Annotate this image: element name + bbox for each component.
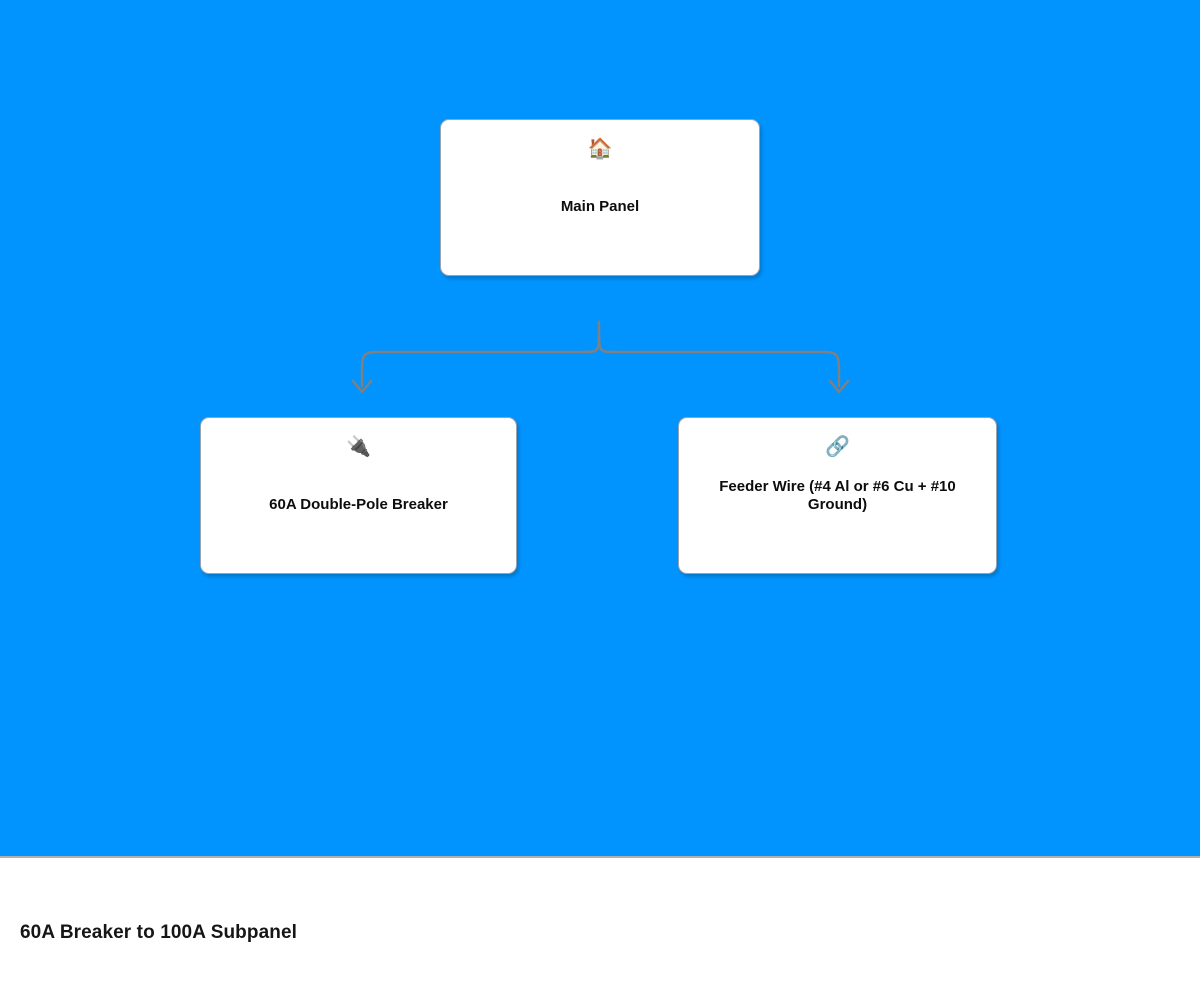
house-icon: 🏠	[587, 136, 613, 160]
node-feeder-wire[interactable]: 🔗 Feeder Wire (#4 Al or #6 Cu + #10 Grou…	[678, 417, 997, 574]
electric-plug-icon: 🔌	[346, 434, 371, 458]
diagram-canvas[interactable]: 🏠 Main Panel 🔌 60A Double-Pole Breaker 🔗…	[0, 0, 1200, 856]
node-main-panel[interactable]: 🏠 Main Panel	[440, 119, 760, 276]
canvas-divider	[0, 856, 1200, 858]
edge-main-to-feeder	[597, 334, 841, 388]
arrowhead-feeder	[828, 379, 850, 394]
page-title: 60A Breaker to 100A Subpanel	[20, 922, 298, 943]
node-breaker[interactable]: 🔌 60A Double-Pole Breaker	[200, 417, 517, 574]
node-breaker-label: 60A Double-Pole Breaker	[269, 496, 448, 513]
link-icon: 🔗	[825, 434, 850, 458]
edge-main-to-breaker	[360, 334, 601, 388]
node-main-panel-label: Main Panel	[560, 198, 640, 215]
node-feeder-wire-label: Feeder Wire (#4 Al or #6 Cu + #10 Ground…	[719, 478, 956, 513]
caption-area: 60A Breaker to 100A Subpanel	[0, 858, 1200, 1000]
arrowhead-breaker	[351, 379, 373, 394]
